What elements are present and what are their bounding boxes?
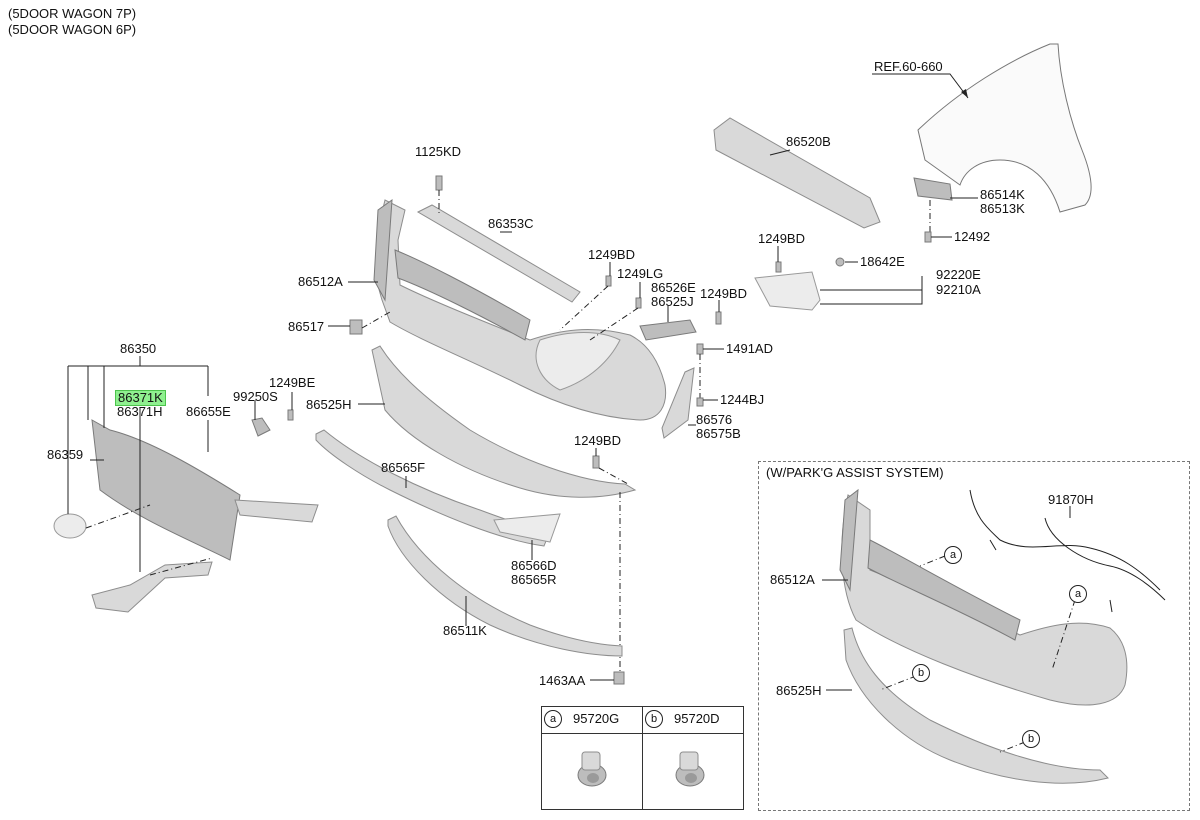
screw-1125kd [435,175,443,191]
part-label-86525h[interactable]: 86525H [306,397,352,412]
table-part-95720g[interactable]: 95720G [573,711,620,726]
bracket-86526e [639,319,697,341]
part-label-1249bd-lamp[interactable]: 1249BD [758,231,805,246]
part-label-1463aa[interactable]: 1463AA [539,673,586,688]
option-box-title: (W/PARK'G ASSIST SYSTEM) [766,465,944,480]
marker-b-lower[interactable]: b [1022,730,1040,748]
energy-absorber-part [713,117,881,229]
sensor-95720d-image [675,751,705,787]
variant-line-2: (5DOOR WAGON 6P) [8,22,137,37]
opt-lower-bumper-part [843,627,1109,784]
part-label-92210a[interactable]: 92210A [936,282,981,297]
part-label-86565f[interactable]: 86565F [381,460,426,475]
opt-part-label-91870h[interactable]: 91870H [1048,492,1094,507]
part-label-18642e[interactable]: 18642E [860,254,905,269]
part-label-86517[interactable]: 86517 [288,319,325,334]
part-label-86371h[interactable]: 86371H [117,404,163,419]
emblem-part [53,513,87,539]
part-label-92220e[interactable]: 92220E [936,267,981,282]
part-label-1249bd-right[interactable]: 1249BD [700,286,747,301]
part-label-86359[interactable]: 86359 [47,447,84,462]
table-column-divider [642,707,643,809]
opt-part-label-86525h[interactable]: 86525H [776,683,822,698]
bracket-86517 [349,319,363,335]
part-label-86575b[interactable]: 86575B [696,426,741,441]
side-garnish-part [661,367,695,439]
part-label-86350[interactable]: 86350 [120,341,157,356]
lower-bumper-part [371,345,637,498]
ref-label[interactable]: REF.60-660 [874,59,943,74]
part-label-86655e[interactable]: 86655E [186,404,231,419]
sensor-95720g-image [577,751,607,787]
part-label-1249lg[interactable]: 1249LG [617,266,664,281]
part-label-86565r[interactable]: 86565R [511,572,557,587]
part-label-86371k-highlighted[interactable]: 86371K [115,390,166,406]
part-label-1249bd-lower[interactable]: 1249BD [574,433,621,448]
part-label-1491ad[interactable]: 1491AD [726,341,773,356]
part-label-1249bd-top[interactable]: 1249BD [588,247,635,262]
part-label-86514k[interactable]: 86514K [980,187,1025,202]
fender-part [917,43,1092,213]
marker-a-upper[interactable]: a [944,546,962,564]
table-marker-b: b [645,710,663,728]
radiator-grille-part [91,419,241,561]
part-label-99250s[interactable]: 99250S [233,389,278,404]
part-label-86566d[interactable]: 86566D [511,558,557,573]
table-marker-a: a [544,710,562,728]
part-label-1125kd[interactable]: 1125KD [415,144,462,159]
part-label-1244bj[interactable]: 1244BJ [720,392,765,407]
upper-strip-part [416,204,581,303]
marker-b-upper[interactable]: b [912,664,930,682]
variant-line-1: (5DOOR WAGON 7P) [8,6,137,21]
sensor-bracket-99250s [251,417,271,437]
part-label-86512a[interactable]: 86512A [298,274,343,289]
part-label-86525j[interactable]: 86525J [651,294,694,309]
lower-lip-part [387,515,623,657]
ref-leader [872,73,969,99]
part-label-86511k[interactable]: 86511K [443,623,487,638]
part-label-86576[interactable]: 86576 [696,412,733,427]
part-label-86513k[interactable]: 86513K [980,201,1025,216]
sensor-table [541,706,744,810]
part-label-86520b[interactable]: 86520B [786,134,831,149]
part-label-86526e[interactable]: 86526E [651,280,696,295]
front-bumper-part [375,199,667,421]
side-bracket-part [913,177,953,201]
wiring-harness [969,489,1166,613]
marker-a-right[interactable]: a [1069,585,1087,603]
opt-part-label-86512a[interactable]: 86512A [770,572,815,587]
part-label-12492[interactable]: 12492 [954,229,991,244]
table-part-95720d[interactable]: 95720D [674,711,720,726]
lower-garnish-part [493,513,561,543]
part-label-86353c[interactable]: 86353C [488,216,534,231]
parking-assist-option-box [758,461,1190,811]
fog-lamp-part [754,271,821,311]
part-label-1249be[interactable]: 1249BE [269,375,316,390]
